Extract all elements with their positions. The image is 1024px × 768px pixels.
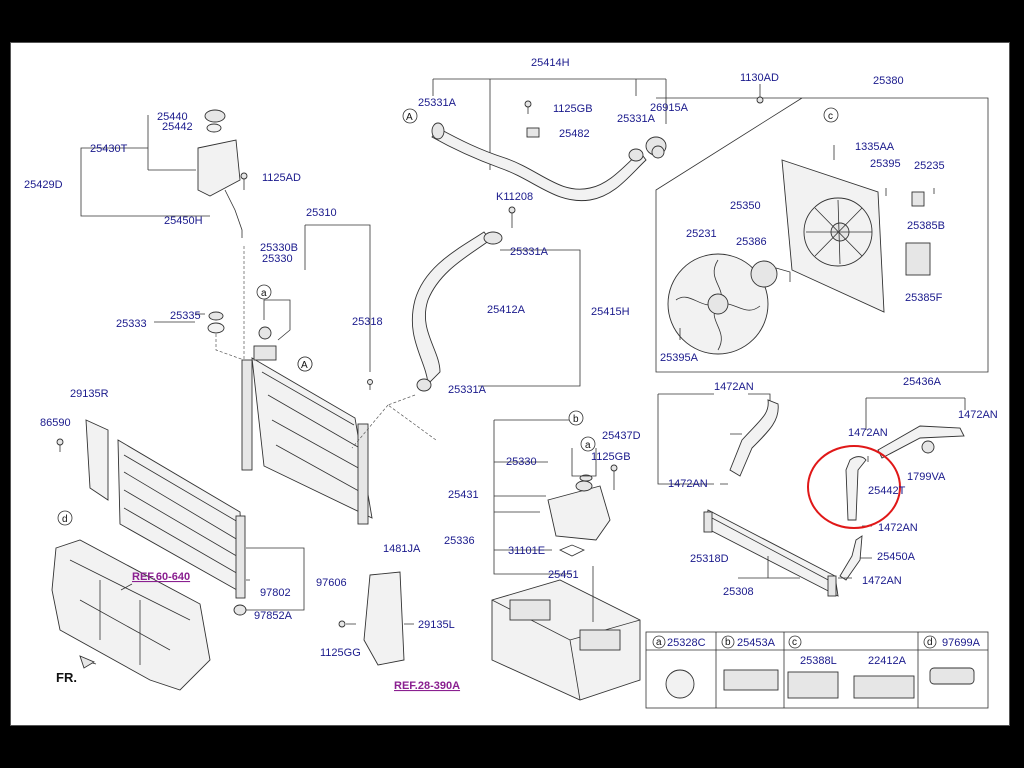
legend-b-letter: b: [725, 637, 731, 648]
fan-assembly-box: [655, 84, 989, 373]
upper-hose-group: [431, 78, 667, 202]
label-25430T: 25430T: [90, 143, 128, 155]
label-1130AD: 1130AD: [740, 72, 779, 84]
label-25437D: 25437D: [602, 430, 641, 442]
label-25318: 25318: [352, 316, 383, 328]
label-25335: 25335: [170, 310, 201, 322]
marker-b-1: b: [573, 414, 579, 425]
legend-c-part: 25388L: [800, 655, 837, 667]
front-direction-label: FR.: [56, 670, 77, 685]
label-97852A: 97852A: [254, 610, 293, 622]
legend-b-part: 25453A: [737, 637, 776, 649]
label-25331A-1: 25331A: [418, 97, 457, 109]
label-25330: 25330: [262, 253, 293, 265]
label-25414H: 25414H: [531, 57, 570, 69]
air-guide-left: [338, 571, 414, 666]
label-1125AD: 1125AD: [262, 172, 301, 184]
label-25318D: 25318D: [690, 553, 729, 565]
label-1799VA: 1799VA: [907, 471, 946, 483]
label-1125GG: 1125GG: [320, 647, 361, 659]
radiator: [241, 224, 373, 525]
legend-headers: a 25328C b 25453A c 25388L 22412A d 9769…: [652, 635, 981, 667]
part-labels: 25414H 1130AD 25380 25331A 1125GB 26915A…: [24, 57, 998, 659]
cooler-box: [657, 393, 839, 597]
marker-a-1: a: [261, 288, 267, 299]
label-25331A-2: 25331A: [617, 113, 656, 125]
label-25429D: 25429D: [24, 179, 63, 191]
label-1472AN-3: 1472AN: [848, 427, 888, 439]
label-25450A: 25450A: [877, 551, 916, 563]
inverter-reservoir-group: [493, 410, 618, 575]
inverter-unit: [491, 566, 641, 701]
label-1335AA: 1335AA: [855, 141, 895, 153]
label-25380: 25380: [873, 75, 904, 87]
label-25395A: 25395A: [660, 352, 699, 364]
ref-28-390A: REF.28-390A: [394, 680, 460, 692]
right-hose-group: [807, 397, 966, 581]
label-25442: 25442: [162, 121, 193, 133]
circle-markers: A A a c d b a: [57, 108, 833, 526]
label-25333: 25333: [116, 318, 147, 330]
marker-d-1: d: [62, 514, 68, 525]
label-25482: 25482: [559, 128, 590, 140]
label-25415H: 25415H: [591, 306, 630, 318]
condenser: [56, 419, 305, 616]
label-25442T: 25442T: [868, 485, 906, 497]
marker-c-1: c: [828, 111, 833, 122]
label-25308: 25308: [723, 586, 754, 598]
label-25436A: 25436A: [903, 376, 942, 388]
label-25395: 25395: [870, 158, 901, 170]
legend-c-letter: c: [792, 637, 797, 648]
label-25331A-4: 25331A: [448, 384, 487, 396]
legend-d-part: 97699A: [942, 637, 981, 649]
label-25235: 25235: [914, 160, 945, 172]
label-97802: 97802: [260, 587, 291, 599]
label-25330B: 25330B: [260, 242, 298, 254]
front-carrier: [51, 539, 211, 691]
legend-d-letter: d: [927, 637, 933, 648]
label-25440: 25440: [157, 111, 188, 123]
reservoir-tank: [80, 109, 248, 360]
label-31101E: 31101E: [508, 545, 545, 557]
label-1472AN-6: 1472AN: [862, 575, 902, 587]
label-25350: 25350: [730, 200, 761, 212]
legend-a-letter: a: [656, 637, 662, 648]
marker-a-2: a: [585, 440, 591, 451]
label-25385B: 25385B: [907, 220, 945, 232]
label-25231: 25231: [686, 228, 717, 240]
label-29135R: 29135R: [70, 388, 109, 400]
legend-22412A-part: 22412A: [868, 655, 907, 667]
label-25431: 25431: [448, 489, 479, 501]
label-25310: 25310: [306, 207, 337, 219]
label-1472AN-1: 1472AN: [714, 381, 754, 393]
label-26915A: 26915A: [650, 102, 689, 114]
label-25451: 25451: [548, 569, 579, 581]
label-1125GB-1: 1125GB: [553, 103, 593, 115]
label-1481JA: 1481JA: [383, 543, 421, 555]
ref-60-640: REF.60-640: [132, 571, 190, 583]
label-25330-2: 25330: [506, 456, 537, 468]
marker-A-2: A: [301, 360, 308, 371]
label-25412A: 25412A: [487, 304, 526, 316]
legend-a-part: 25328C: [667, 637, 706, 649]
highlight-circle: [807, 445, 901, 529]
radiator-cap-group: [154, 311, 245, 361]
label-1472AN-5: 1472AN: [878, 522, 918, 534]
label-25450H: 25450H: [164, 215, 203, 227]
label-K11208: K11208: [496, 191, 533, 203]
label-25336: 25336: [444, 535, 475, 547]
marker-A-1: A: [406, 112, 413, 123]
label-97606: 97606: [316, 577, 347, 589]
label-25386: 25386: [736, 236, 767, 248]
label-25331A-3: 25331A: [510, 246, 549, 258]
label-1125GB-2: 1125GB: [591, 451, 631, 463]
label-86590: 86590: [40, 417, 71, 429]
label-29135L: 29135L: [418, 619, 455, 631]
label-1472AN-4: 1472AN: [668, 478, 708, 490]
label-1472AN-2: 1472AN: [958, 409, 998, 421]
label-25385F: 25385F: [905, 292, 943, 304]
